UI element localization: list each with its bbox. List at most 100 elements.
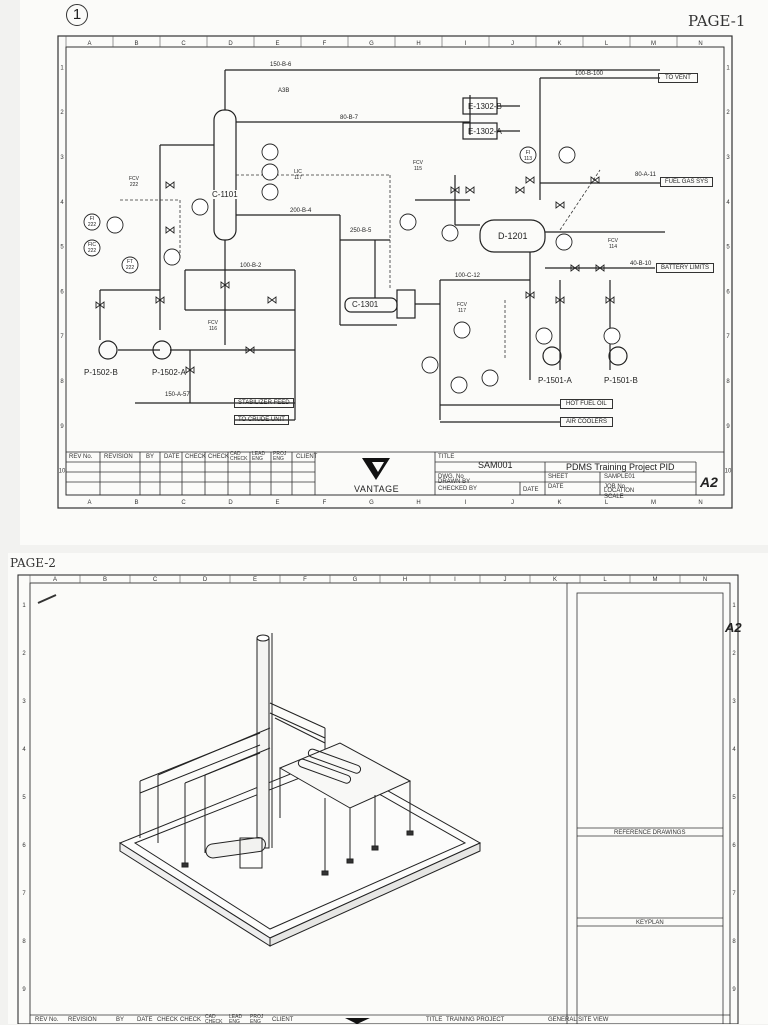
grid-col-i: I bbox=[454, 577, 456, 583]
line-label-c12: 100-C-12 bbox=[455, 273, 481, 279]
valve-symbol-icon bbox=[95, 301, 105, 309]
line-label-a57: 150-A-57 bbox=[165, 392, 190, 398]
dest-hot-fuel-oil: HOT FUEL OIL bbox=[560, 399, 613, 409]
grid-row-9: 9 bbox=[60, 424, 64, 430]
valve-symbol-icon bbox=[245, 346, 255, 354]
page-1-label: PAGE-1 bbox=[688, 12, 746, 30]
dest-battery-limits: BATTERY LIMITS bbox=[656, 263, 715, 273]
tb2-size: A2 bbox=[725, 620, 742, 635]
grid-col-g: G bbox=[353, 577, 358, 583]
grid-row-1: 1 bbox=[60, 65, 64, 71]
grid-row-8: 8 bbox=[22, 939, 26, 945]
grid-col-n: N bbox=[703, 577, 707, 583]
grid-row-8: 8 bbox=[726, 379, 730, 385]
tb1-by: BY bbox=[146, 454, 155, 460]
tb1-location: LOCATION bbox=[604, 488, 635, 494]
tb2-revision: REVISION bbox=[68, 1017, 97, 1023]
tb1-lead-eng: LEAD ENG bbox=[252, 451, 266, 462]
tb1-revision: REVISION bbox=[104, 454, 133, 460]
grid-row-7: 7 bbox=[22, 891, 26, 897]
pid-drawing: AABBCCDDEEFFGGHHIIJJKKLLMMNN123456789101… bbox=[57, 35, 733, 509]
condenser-c1301-label: C-1301 bbox=[352, 300, 379, 309]
grid-row-2: 2 bbox=[732, 651, 736, 657]
dest-crude-unit: TO CRUDE UNIT bbox=[234, 415, 289, 425]
grid-col-j: J bbox=[511, 41, 514, 47]
grid-col-m: M bbox=[651, 500, 656, 506]
grid-row-4: 4 bbox=[60, 200, 64, 206]
valve-symbol-icon bbox=[555, 201, 565, 209]
pump-p1501b-label: P-1501-B bbox=[604, 376, 638, 385]
valve-symbol-icon bbox=[605, 296, 615, 304]
grid-row-1: 1 bbox=[726, 65, 730, 71]
grid-col-m: M bbox=[653, 577, 658, 583]
grid-col-h: H bbox=[416, 41, 420, 47]
valve-symbol-icon bbox=[220, 281, 230, 289]
tb1-job-no: JOB No. bbox=[604, 484, 627, 490]
grid-col-k: K bbox=[557, 500, 561, 506]
line-label-b4: 200-B-4 bbox=[290, 208, 312, 214]
circled-page-number: 1 bbox=[66, 4, 88, 26]
grid-row-1: 1 bbox=[22, 603, 26, 609]
grid-row-9: 9 bbox=[22, 987, 26, 993]
pump-p1501a-label: P-1501-A bbox=[538, 376, 572, 385]
grid-col-e: E bbox=[275, 500, 279, 506]
vantage-logo-icon-page2 bbox=[345, 1018, 370, 1024]
grid-col-f: F bbox=[323, 500, 327, 506]
grid-col-d: D bbox=[228, 500, 233, 506]
tb1-sheet: SHEET bbox=[548, 474, 569, 480]
grid-row-4: 4 bbox=[732, 747, 736, 753]
dest-vent: TO VENT bbox=[658, 73, 698, 83]
grid-col-e: E bbox=[253, 577, 257, 583]
valve-symbol-icon bbox=[267, 296, 277, 304]
tb2-by: BY bbox=[116, 1017, 125, 1023]
line-label-a11: 80-A-11 bbox=[635, 172, 656, 178]
valve-symbol-icon bbox=[555, 296, 565, 304]
grid-col-j: J bbox=[504, 577, 507, 583]
grid-row-3: 3 bbox=[22, 699, 26, 705]
tb2-title-label: TITLE bbox=[426, 1017, 443, 1023]
grid-col-i: I bbox=[465, 41, 467, 47]
tb2-proj-eng: PROJ ENG bbox=[250, 1014, 264, 1025]
grid-row-3: 3 bbox=[732, 699, 736, 705]
grid-col-b: B bbox=[134, 41, 138, 47]
tb1-size: A2 bbox=[700, 474, 718, 490]
tb1-drawing-title: PDMS Training Project PID bbox=[566, 462, 675, 472]
grid-row-5: 5 bbox=[732, 795, 736, 801]
exchanger-e1302b-label: E-1302-B bbox=[468, 102, 502, 111]
tb1-sheet-value: SAMPLE01 bbox=[604, 474, 636, 480]
grid-col-f: F bbox=[303, 577, 307, 583]
tb1-date-2: DATE bbox=[523, 487, 539, 493]
grid-col-m: M bbox=[651, 41, 656, 47]
grid-col-d: D bbox=[203, 577, 208, 583]
dest-fuel-gas: FUEL GAS SYS bbox=[660, 177, 714, 187]
grid-row-4: 4 bbox=[22, 747, 26, 753]
grid-col-b: B bbox=[134, 500, 138, 506]
grid-row-6: 6 bbox=[726, 289, 730, 295]
grid-col-i: I bbox=[465, 500, 467, 506]
grid-row-3: 3 bbox=[726, 155, 730, 161]
grid-row-2: 2 bbox=[726, 110, 730, 116]
tb1-cad-check: CAD CHECK bbox=[230, 451, 248, 462]
grid-col-a: A bbox=[87, 41, 91, 47]
line-label-b7: 80-B-7 bbox=[340, 115, 359, 121]
tb2-check2: CHECK bbox=[180, 1017, 202, 1023]
page-1-title-block bbox=[65, 451, 725, 496]
line-label-spec: A3B bbox=[278, 88, 290, 94]
tb1-dwg-no: DWG. No bbox=[438, 474, 464, 480]
tb2-view: GENERAL SITE VIEW bbox=[548, 1017, 609, 1023]
tb1-date: DATE bbox=[164, 454, 180, 460]
grid-col-k: K bbox=[553, 577, 557, 583]
tb2-check: CHECK bbox=[157, 1017, 179, 1023]
grid-row-6: 6 bbox=[732, 843, 736, 849]
tb2-client: CLIENT bbox=[272, 1017, 294, 1023]
grid-row-8: 8 bbox=[60, 379, 64, 385]
grid-row-3: 3 bbox=[60, 155, 64, 161]
grid-row-8: 8 bbox=[732, 939, 736, 945]
tb1-scale: SCALE bbox=[604, 494, 624, 500]
